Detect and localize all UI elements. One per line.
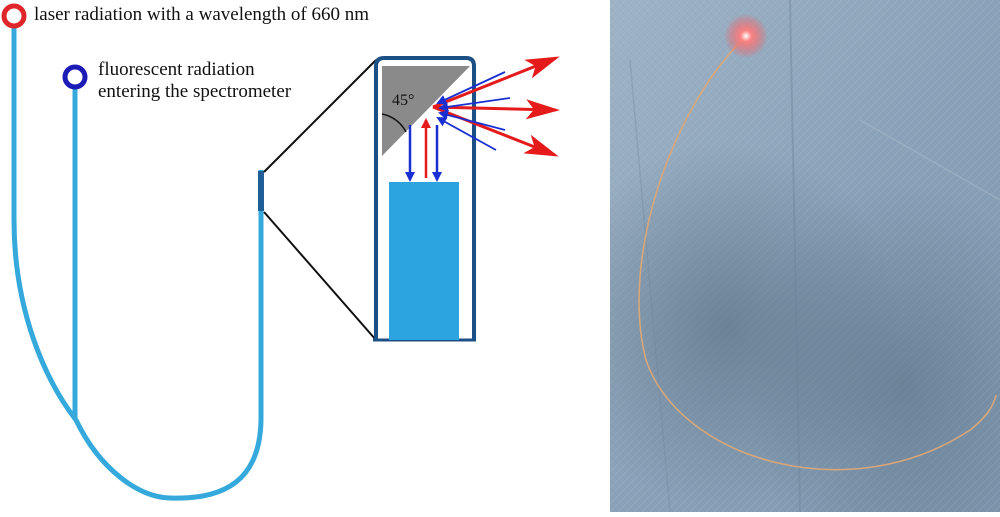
- photo-canvas: [610, 0, 1000, 512]
- drape-shadow-right: [610, 0, 1000, 512]
- zoom-line-top: [263, 59, 377, 173]
- angle-arc: [381, 113, 407, 133]
- angle-label: 45°: [392, 92, 415, 109]
- laser-input-marker: [1, 3, 27, 29]
- spectrometer-output-marker: [62, 64, 88, 90]
- fiber-photo: [610, 0, 1000, 512]
- fiber-tip: [258, 171, 264, 211]
- drape-fold-3: [859, 119, 1000, 201]
- laser-fiber: [11, 28, 78, 422]
- collected-fluorescence-arrow-3: [438, 110, 506, 131]
- emitted-laser-arrow-2: [432, 99, 560, 120]
- main-fiber-loop: [73, 170, 264, 501]
- diagram-canvas: [1, 3, 560, 501]
- emitted-laser-arrow-1: [432, 56, 560, 109]
- optical-fiber-photo: [638, 35, 997, 471]
- drape-fold-1: [789, 0, 801, 512]
- fluorescent-label-line-2: entering the spectrometer: [98, 81, 292, 102]
- fluorescent-radiation-label: fluorescent radiation entering the spect…: [98, 59, 291, 103]
- mirror-prism: [382, 66, 470, 156]
- drape-fold-2: [629, 59, 671, 512]
- fiber-tip-inset: [373, 56, 560, 342]
- fiber-probe-diagram: laser radiation with a wavelength of 660…: [1, 3, 560, 501]
- laser-glow: [724, 14, 768, 58]
- collected-fluorescence-arrow-1: [436, 71, 506, 105]
- collected-fluorescence-arrow-2: [438, 97, 511, 112]
- fluorescent-label-line-1: fluorescent radiation: [98, 59, 255, 80]
- inset-frame: [374, 56, 476, 340]
- collected-fluorescence-arrow-4: [436, 117, 497, 151]
- laser-radiation-label: laser radiation with a wavelength of 660…: [34, 4, 370, 25]
- zoom-line-bottom: [263, 211, 377, 341]
- emitted-laser-arrow-3: [432, 105, 559, 157]
- fiber-core: [389, 182, 459, 340]
